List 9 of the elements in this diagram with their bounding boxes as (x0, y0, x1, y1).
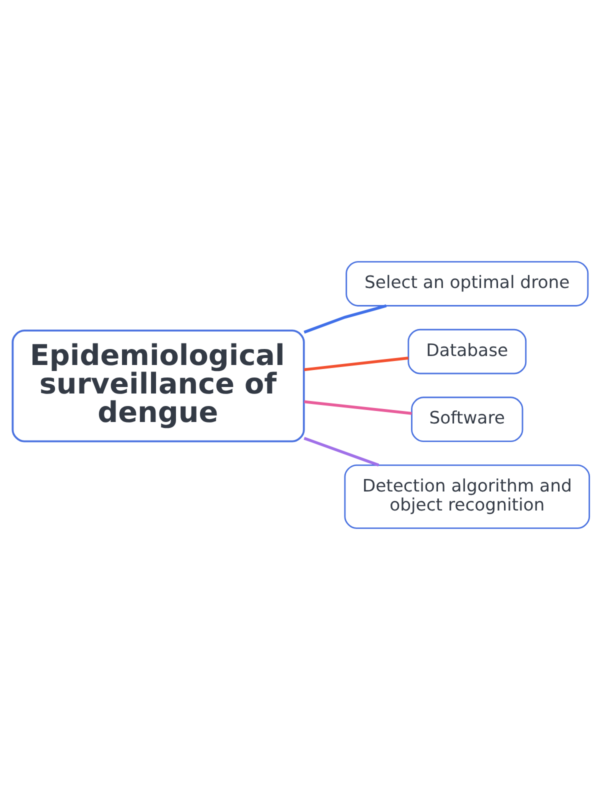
node-box: Select an optimal drone (346, 261, 589, 306)
connector (304, 436, 380, 466)
node-box: Software (411, 396, 524, 442)
connector (304, 400, 412, 415)
node-box: Detection algorithm and object recognition (344, 464, 590, 529)
connector (304, 356, 409, 372)
connector (304, 304, 387, 334)
node-box: Database (408, 328, 527, 374)
node-box: Epidemiological surveillance of dengue (12, 330, 305, 442)
